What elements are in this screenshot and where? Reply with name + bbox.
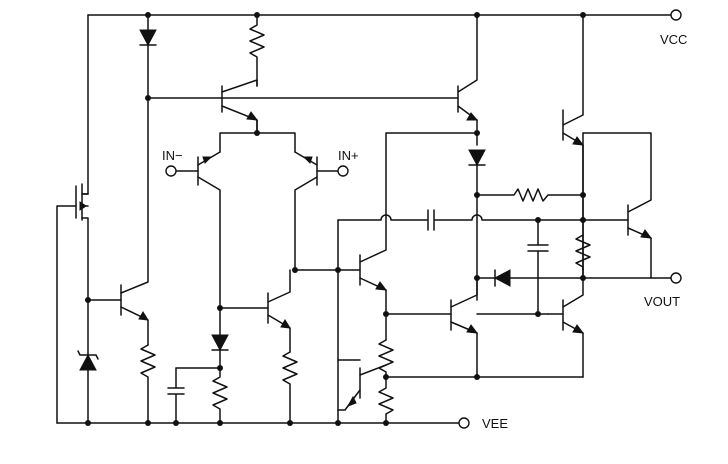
in-minus-terminal[interactable]: IN− (162, 148, 183, 177)
mirror-transistor-q3 (457, 14, 479, 134)
in-plus-terminal[interactable]: IN+ (337, 148, 359, 177)
diode-d1 (139, 14, 157, 99)
resistor-r5 (575, 234, 591, 279)
vee-label: VEE (482, 416, 508, 431)
bias-chain (385, 132, 584, 378)
junction-dots (85, 12, 586, 426)
load-network (167, 307, 269, 424)
output-cap (527, 219, 549, 315)
vout-node (476, 269, 672, 287)
input-pair (175, 119, 339, 309)
vcc-terminal[interactable]: VCC (660, 9, 687, 47)
zener-diode (77, 299, 99, 424)
output-lower-transistors (450, 277, 585, 378)
resistor-r3 (378, 339, 394, 378)
load-transistor-q4 (267, 269, 298, 424)
vcc-label: VCC (660, 32, 687, 47)
output-driver-transistor (582, 132, 653, 279)
mirror-transistor-q2 (221, 79, 259, 134)
gain-transistor-q5 (359, 215, 388, 341)
resistor-r4 (378, 376, 394, 424)
in-plus-label: IN+ (338, 148, 359, 163)
sink-transistor-q6 (337, 359, 387, 411)
in-minus-label: IN− (162, 148, 183, 163)
vout-terminal[interactable]: VOUT (644, 272, 682, 309)
resistor-r2 (249, 14, 265, 87)
resistor-r1 (140, 344, 156, 424)
vout-label: VOUT (644, 294, 680, 309)
compensation-cap-line (337, 209, 584, 424)
vee-terminal[interactable]: VEE (458, 416, 508, 431)
output-upper-transistor (562, 14, 585, 279)
startup-mosfet (56, 183, 89, 424)
bias-transistor-q1 (87, 97, 149, 346)
